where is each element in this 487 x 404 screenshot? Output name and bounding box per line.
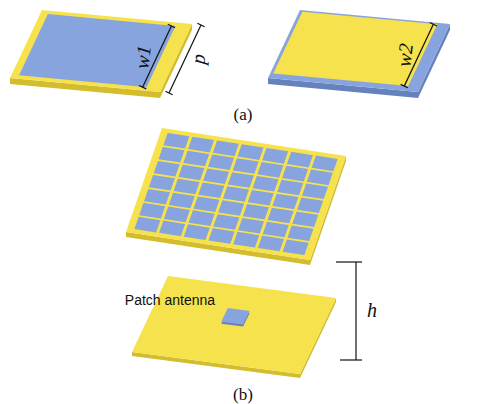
metasurface-cell: [258, 236, 284, 252]
metasurface-cell: [164, 207, 190, 223]
metasurface-cell: [292, 211, 318, 227]
metasurface-cell: [277, 180, 303, 196]
metasurface-cell: [149, 175, 175, 191]
metasurface-cell: [174, 179, 200, 195]
metasurface-cell: [272, 194, 298, 210]
metasurface-cell: [208, 228, 234, 244]
dimension-label: w1: [132, 44, 155, 70]
metasurface-cell: [189, 210, 215, 226]
patch-antenna: [221, 308, 249, 325]
metasurface-cell: [263, 222, 289, 238]
metasurface-cell: [307, 170, 333, 186]
metasurface-cell: [198, 182, 224, 198]
metasurface-cell: [243, 204, 269, 220]
metasurface-cell: [283, 239, 309, 255]
metasurface-cell: [169, 193, 195, 209]
metasurface-cell: [139, 203, 165, 219]
metasurface-cell: [183, 151, 209, 167]
dimension-label: p: [187, 53, 208, 65]
dimension-label: h: [367, 300, 377, 320]
metasurface-cell: [238, 218, 264, 234]
unit-cell-slab-top: [268, 10, 450, 92]
metasurface-cell: [193, 196, 219, 212]
metasurface-cell: [159, 147, 185, 163]
part-label: Patch antenna: [125, 293, 215, 307]
metasurface-cell: [213, 214, 239, 230]
metasurface-cell: [163, 133, 189, 149]
patch-square: [273, 12, 437, 86]
ground-plane-top: [132, 276, 336, 374]
metasurface-cell: [203, 168, 229, 184]
metasurface-cell: [218, 200, 244, 216]
metasurface-cell: [213, 141, 239, 157]
metasurface-cell: [253, 176, 279, 192]
metasurface-top: [126, 128, 346, 260]
metasurface-cell: [159, 221, 185, 237]
metasurface-cell: [233, 158, 259, 174]
panel-label: (a): [234, 106, 253, 123]
metasurface-cell: [297, 197, 323, 213]
metasurface-cell: [154, 161, 180, 177]
metasurface-cell: [302, 184, 328, 200]
metasurface-cell: [208, 155, 234, 171]
metasurface-cell: [262, 148, 288, 164]
metasurface-cell: [223, 186, 249, 202]
metasurface-cell: [238, 144, 264, 160]
metasurface-cell: [144, 189, 170, 205]
metasurface-cell: [257, 162, 283, 178]
metasurface-cell: [268, 208, 294, 224]
metasurface-cell: [228, 172, 254, 188]
unit-cell-slab-top: [10, 10, 192, 92]
metasurface-cell: [134, 217, 160, 233]
metasurface-cell: [178, 165, 204, 181]
metasurface-cell: [287, 225, 313, 241]
dimension-label: w2: [393, 42, 416, 68]
metasurface-cell: [282, 166, 308, 182]
metasurface-cell: [248, 190, 274, 206]
metasurface-cell: [188, 137, 214, 153]
patch-square: [19, 14, 175, 87]
metasurface-cell: [233, 232, 259, 248]
panel-label: (b): [233, 386, 253, 403]
metasurface-cell: [312, 156, 338, 172]
metasurface-cell: [287, 152, 313, 168]
dimension-line: [336, 262, 362, 360]
metasurface-cell: [184, 224, 210, 240]
